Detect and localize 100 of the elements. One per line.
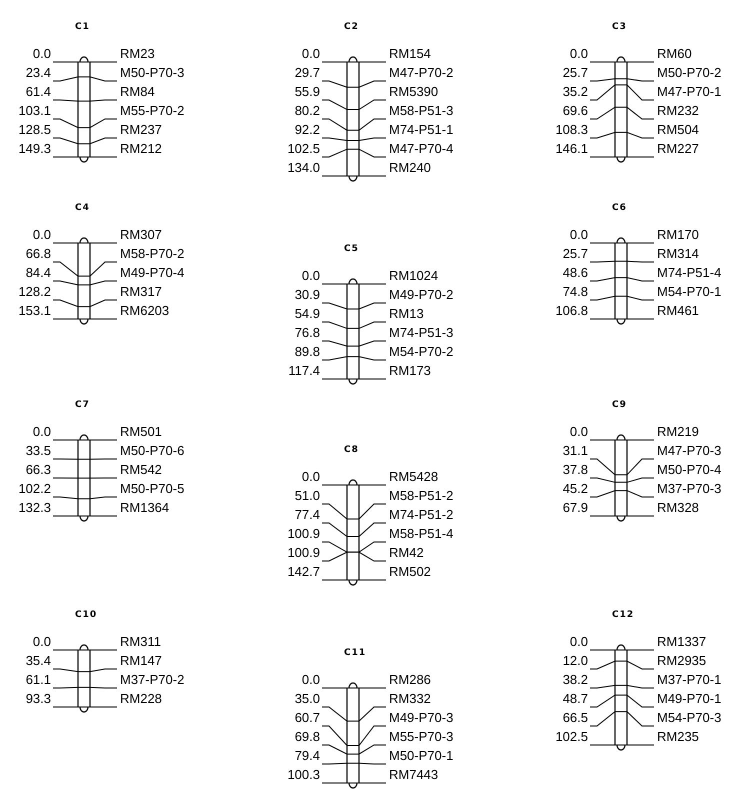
marker-name: RM42 — [389, 545, 424, 560]
map-position: 128.5 — [18, 122, 51, 137]
marker-name: RM317 — [120, 284, 162, 299]
chromosome-label: C8 — [344, 445, 359, 456]
marker-name: RM5390 — [389, 84, 438, 99]
marker-name: RM13 — [389, 306, 424, 321]
map-position: 66.5 — [562, 710, 588, 725]
chromosome-label: C5 — [344, 244, 359, 255]
map-position: 106.8 — [555, 303, 588, 318]
map-position: 128.2 — [18, 284, 51, 299]
marker-name: RM286 — [389, 672, 431, 687]
map-position: 0.0 — [32, 634, 51, 649]
marker-name: RM173 — [389, 363, 431, 378]
map-position: 102.5 — [287, 141, 320, 156]
map-position: 38.2 — [562, 672, 588, 687]
marker-name: M50-P70-6 — [120, 443, 184, 458]
marker-name: RM23 — [120, 46, 155, 61]
map-position: 153.1 — [18, 303, 51, 318]
map-position: 25.7 — [562, 65, 588, 80]
marker-name: M49-P70-2 — [389, 287, 454, 302]
map-position: 132.3 — [18, 500, 51, 515]
map-position: 12.0 — [562, 653, 588, 668]
map-position: 30.9 — [294, 287, 320, 302]
map-position: 0.0 — [302, 268, 320, 283]
map-position: 76.8 — [294, 325, 320, 340]
map-position: 35.2 — [562, 84, 588, 99]
map-position: 0.0 — [32, 227, 51, 242]
map-position: 29.7 — [294, 65, 320, 80]
map-position: 74.8 — [562, 284, 588, 299]
map-position: 0.0 — [32, 424, 51, 439]
marker-name: RM504 — [657, 122, 699, 137]
map-position: 35.4 — [26, 653, 51, 668]
map-position: 0.0 — [570, 227, 588, 242]
marker-name: M37-P70-1 — [657, 672, 722, 687]
marker-name: M54-P70-3 — [657, 710, 722, 725]
map-position: 69.6 — [562, 103, 588, 118]
map-position: 61.1 — [26, 672, 51, 687]
marker-name: M49-P70-4 — [120, 265, 184, 280]
marker-name: RM237 — [120, 122, 162, 137]
map-position: 0.0 — [32, 46, 51, 61]
map-position: 55.9 — [294, 84, 320, 99]
marker-name: RM314 — [657, 246, 699, 261]
marker-name: RM228 — [120, 691, 162, 706]
map-position: 77.4 — [294, 507, 320, 522]
map-position: 25.7 — [562, 246, 588, 261]
marker-name: RM6203 — [120, 303, 170, 318]
marker-name: RM1337 — [657, 634, 706, 649]
map-position: 0.0 — [302, 46, 320, 61]
map-position: 48.7 — [562, 691, 588, 706]
marker-name: RM60 — [657, 46, 692, 61]
map-position: 66.8 — [26, 246, 51, 261]
map-position: 33.5 — [26, 443, 51, 458]
map-position: 0.0 — [302, 469, 320, 484]
chromosome-label: C12 — [612, 610, 634, 621]
marker-name: M55-P70-2 — [120, 103, 184, 118]
map-position: 89.8 — [294, 344, 320, 359]
map-position: 69.8 — [294, 729, 320, 744]
map-position: 142.7 — [287, 564, 320, 579]
map-position: 0.0 — [570, 424, 588, 439]
map-position: 0.0 — [302, 672, 320, 687]
map-position: 102.5 — [555, 729, 588, 744]
map-position: 79.4 — [294, 748, 320, 763]
chromosome-label: C4 — [75, 203, 90, 214]
map-position: 61.4 — [26, 84, 51, 99]
marker-name: M58-P70-2 — [120, 246, 184, 261]
marker-name: RM232 — [657, 103, 699, 118]
map-position: 35.0 — [294, 691, 320, 706]
marker-name: RM235 — [657, 729, 699, 744]
marker-name: RM542 — [120, 462, 162, 477]
map-position: 0.0 — [570, 46, 588, 61]
map-position: 146.1 — [555, 141, 588, 156]
marker-name: RM501 — [120, 424, 162, 439]
map-position: 60.7 — [294, 710, 320, 725]
marker-name: M74-P51-4 — [657, 265, 722, 280]
marker-name: M49-P70-1 — [657, 691, 722, 706]
marker-name: RM219 — [657, 424, 699, 439]
map-position: 100.9 — [287, 526, 320, 541]
marker-name: RM502 — [389, 564, 431, 579]
marker-name: M50-P70-2 — [657, 65, 722, 80]
chromosome-label: C11 — [344, 648, 366, 659]
map-position: 100.9 — [287, 545, 320, 560]
marker-name: M37-P70-3 — [657, 481, 722, 496]
marker-name: M55-P70-3 — [389, 729, 454, 744]
marker-name: M74-P51-2 — [389, 507, 454, 522]
marker-name: RM311 — [120, 634, 161, 649]
map-position: 117.4 — [288, 363, 320, 378]
marker-name: RM147 — [120, 653, 162, 668]
marker-name: M50-P70-4 — [657, 462, 722, 477]
marker-name: M54-P70-1 — [657, 284, 722, 299]
map-position: 51.0 — [294, 488, 320, 503]
marker-name: RM328 — [657, 500, 699, 515]
marker-name: M58-P51-4 — [389, 526, 454, 541]
chromosome-label: C6 — [612, 203, 627, 214]
chromosome-label: C10 — [75, 610, 98, 621]
marker-name: M37-P70-2 — [120, 672, 184, 687]
marker-name: RM240 — [389, 160, 431, 175]
marker-name: M47-P70-2 — [389, 65, 454, 80]
marker-name: M50-P70-3 — [120, 65, 184, 80]
marker-name: RM227 — [657, 141, 699, 156]
marker-name: RM332 — [389, 691, 431, 706]
